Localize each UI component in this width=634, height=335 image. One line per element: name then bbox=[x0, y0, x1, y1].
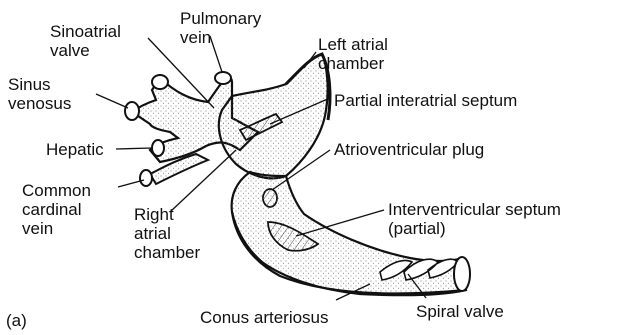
conus-outflow-opening bbox=[454, 257, 470, 291]
pulmonary-vein-opening bbox=[215, 72, 231, 84]
label-right-atrial-chamber: Right atrial chamber bbox=[134, 205, 200, 262]
sinus-venosus-opening bbox=[125, 102, 139, 120]
panel-label: (a) bbox=[6, 311, 27, 330]
label-sinoatrial-line2: valve bbox=[50, 41, 121, 60]
label-pulmonary-line1: Pulmonary bbox=[180, 9, 261, 28]
label-sinus-venosus: Sinus venosus bbox=[8, 75, 71, 113]
label-cardinal-line1: Common bbox=[22, 181, 91, 200]
label-hepatic: Hepatic bbox=[46, 140, 104, 159]
label-right-atrial-line3: chamber bbox=[134, 243, 200, 262]
cardinal-opening bbox=[140, 170, 152, 186]
label-interventricular-line2: (partial) bbox=[388, 219, 561, 238]
label-sinus-line1: Sinus bbox=[8, 75, 71, 94]
label-cardinal-line3: vein bbox=[22, 219, 91, 238]
label-atrioventricular-plug: Atrioventricular plug bbox=[334, 140, 484, 159]
label-spiral-valve: Spiral valve bbox=[416, 302, 504, 321]
leader-cardinal bbox=[118, 180, 144, 187]
hepatic-opening bbox=[152, 140, 164, 156]
label-left-atrial-chamber: Left atrial chamber bbox=[318, 35, 388, 73]
sinus-venosus-upper-opening bbox=[152, 75, 168, 89]
label-sinoatrial-line1: Sinoatrial bbox=[50, 22, 121, 41]
label-left-atrial-line1: Left atrial bbox=[318, 35, 388, 54]
label-sinus-line2: venosus bbox=[8, 94, 71, 113]
label-sinoatrial-valve: Sinoatrial valve bbox=[50, 22, 121, 60]
leader-hepatic bbox=[116, 148, 152, 149]
label-conus-arteriosus: Conus arteriosus bbox=[200, 308, 329, 327]
label-pulmonary-vein: Pulmonary vein bbox=[180, 9, 261, 47]
label-left-atrial-line2: chamber bbox=[318, 54, 388, 73]
label-partial-interatrial-septum: Partial interatrial septum bbox=[334, 91, 517, 110]
label-interventricular-line1: Interventricular septum bbox=[388, 200, 561, 219]
label-interventricular-septum: Interventricular septum (partial) bbox=[388, 200, 561, 238]
label-pulmonary-line2: vein bbox=[180, 28, 261, 47]
label-right-atrial-line2: atrial bbox=[134, 224, 200, 243]
label-right-atrial-line1: Right bbox=[134, 205, 200, 224]
leader-sinus-venosus bbox=[96, 94, 128, 108]
label-common-cardinal-vein: Common cardinal vein bbox=[22, 181, 91, 238]
label-cardinal-line2: cardinal bbox=[22, 200, 91, 219]
